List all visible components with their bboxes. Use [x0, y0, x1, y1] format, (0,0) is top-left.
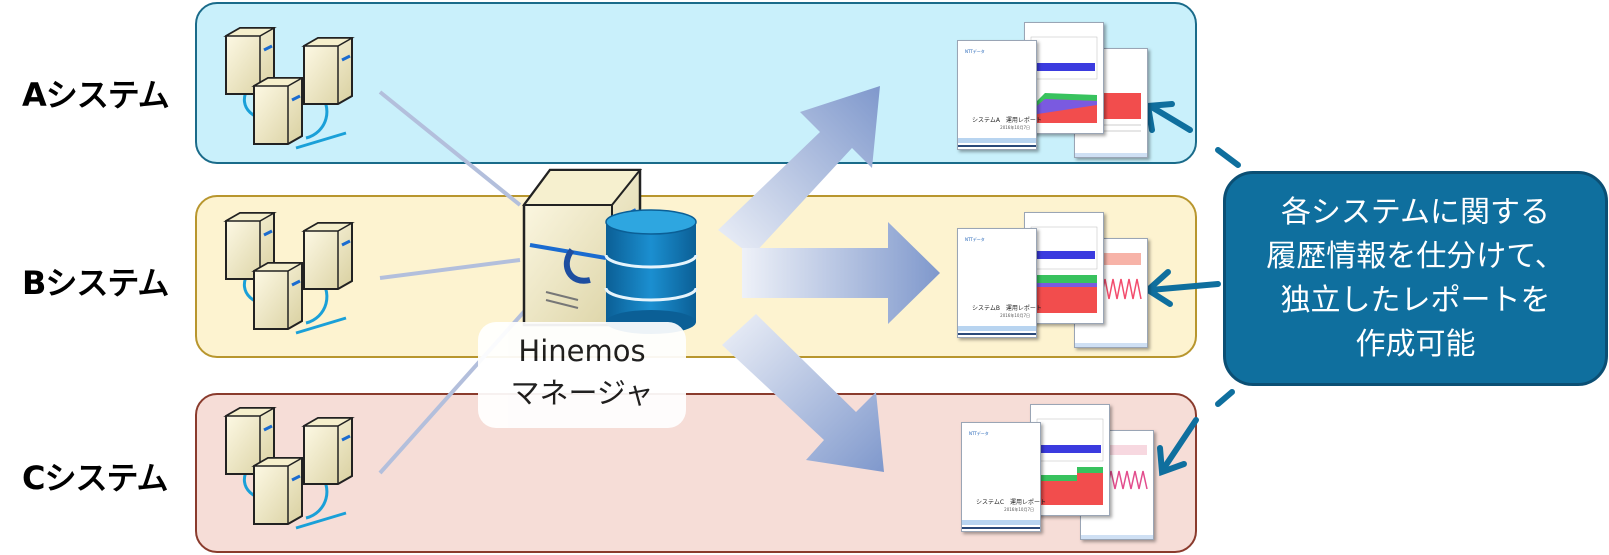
manager-subtitle: マネージャ	[510, 376, 654, 410]
report-cover-title: システムB 運用レポート	[972, 305, 1042, 312]
callout-line: 作成可能	[1355, 327, 1476, 362]
report-cover-title: システムA 運用レポート	[972, 117, 1042, 124]
arrow-to-a	[718, 86, 880, 256]
report-page	[1030, 404, 1110, 516]
report-chart-icon	[1030, 36, 1098, 123]
report-chart-icon	[1030, 226, 1098, 313]
system-a-servers-icon	[226, 28, 352, 148]
report-cover: NTTデータ システムB 運用レポート 2016年10月7日	[957, 228, 1042, 338]
callout-line: 独立したレポートを	[1280, 283, 1551, 318]
database-icon	[604, 209, 698, 334]
system-a-label: Aシステム	[22, 76, 170, 114]
report-page	[1024, 212, 1104, 324]
report-chart-icon	[1036, 418, 1104, 505]
callout-box: 各システムに関する 履歴情報を仕分けて、 独立したレポートを 作成可能	[1223, 171, 1608, 386]
callout-line: 各システムに関する	[1280, 195, 1551, 230]
callout-line: 履歴情報を仕分けて、	[1266, 239, 1565, 274]
report-cover: NTTデータ システムA 運用レポート 2016年10月7日	[957, 40, 1042, 150]
arrow-to-b	[742, 222, 940, 324]
system-b-label: Bシステム	[22, 264, 169, 302]
manager-label-box: Hinemos マネージャ	[478, 322, 686, 428]
pointer-arrow-c	[1157, 389, 1235, 477]
manager-name: Hinemos	[518, 334, 646, 368]
system-b-servers-icon	[226, 213, 352, 333]
report-cover: NTTデータ システムC 運用レポート 2016年10月7日	[961, 422, 1046, 532]
report-cover-title: システムC 運用レポート	[976, 499, 1047, 506]
report-page	[1024, 22, 1104, 134]
pointer-arrow-a	[1144, 101, 1241, 168]
system-c-servers-icon	[226, 408, 352, 528]
system-c-label: Cシステム	[22, 459, 169, 497]
pointer-arrow-b	[1143, 269, 1221, 307]
arrow-to-c	[722, 314, 884, 472]
